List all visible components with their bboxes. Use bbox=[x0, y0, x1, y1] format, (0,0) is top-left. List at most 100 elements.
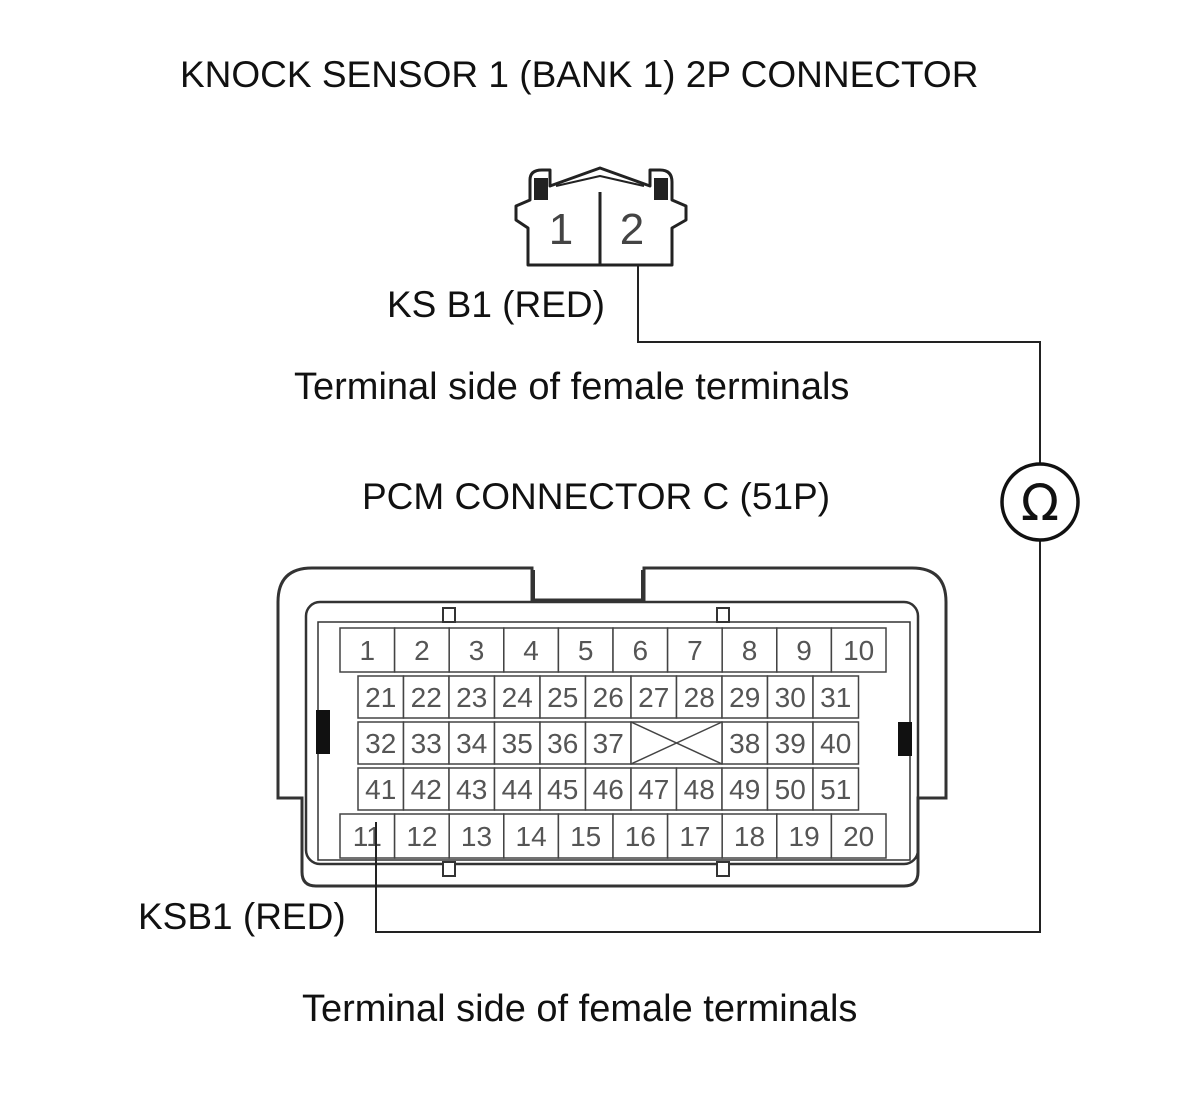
knock-sensor-housing bbox=[514, 166, 688, 267]
pcm-pin-cell bbox=[503, 813, 560, 859]
pcm-pin-label: 10 bbox=[843, 635, 874, 666]
pcm-pin-cell bbox=[830, 813, 887, 859]
pcm-pin-label: 16 bbox=[625, 821, 656, 852]
pcm-pin-label: 21 bbox=[365, 682, 396, 713]
pcm-pin-cell bbox=[357, 767, 405, 811]
pcm-pin-cell bbox=[539, 721, 587, 765]
pcm-pin-label: 36 bbox=[547, 728, 578, 759]
pcm-pin-label: 37 bbox=[593, 728, 624, 759]
pcm-pin-label: 14 bbox=[516, 821, 547, 852]
pcm-pin-label: 32 bbox=[365, 728, 396, 759]
pcm-pin-label: 15 bbox=[570, 821, 601, 852]
pcm-pin-label: 38 bbox=[729, 728, 760, 759]
pcm-pin-cell bbox=[612, 813, 669, 859]
pcm-pin-cell bbox=[812, 721, 860, 765]
pcm-pin-label: 24 bbox=[502, 682, 533, 713]
ohmmeter-icon: Ω bbox=[1000, 462, 1080, 542]
pcm-pin-label: 43 bbox=[456, 774, 487, 805]
pcm-wire-label: KSB1 (RED) bbox=[138, 896, 346, 937]
pcm-pin-cell bbox=[812, 767, 860, 811]
pcm-pin-cell bbox=[630, 675, 678, 719]
pcm-pin-cell bbox=[493, 767, 541, 811]
pcm-pin-cell bbox=[503, 627, 560, 673]
pcm-pin-label: 11 bbox=[353, 821, 382, 852]
pcm-pin-label: 44 bbox=[502, 774, 533, 805]
pcm-pin-cell bbox=[539, 767, 587, 811]
pcm-pin-cell bbox=[402, 675, 450, 719]
pcm-pin-label: 39 bbox=[775, 728, 806, 759]
pcm-pin-label: 23 bbox=[456, 682, 487, 713]
pcm-pin-label: 25 bbox=[547, 682, 578, 713]
pcm-pin-cell bbox=[402, 721, 450, 765]
pcm-pin-label: 31 bbox=[820, 682, 851, 713]
pcm-pin-label: 45 bbox=[547, 774, 578, 805]
pcm-pin-label: 5 bbox=[578, 635, 594, 666]
pcm-pin-label: 30 bbox=[775, 682, 806, 713]
pcm-pin-cell bbox=[584, 675, 632, 719]
pcm-pin-cell bbox=[830, 627, 887, 673]
blank-cavity-cross bbox=[630, 721, 723, 765]
pcm-connector-title: PCM CONNECTOR C (51P) bbox=[362, 476, 831, 517]
knock-sensor-pin-2: 2 bbox=[620, 205, 644, 254]
pcm-pin-cell bbox=[766, 675, 814, 719]
pcm-pin-label: 46 bbox=[593, 774, 624, 805]
wire-ks-to-meter bbox=[637, 266, 1041, 464]
pcm-pin-label: 9 bbox=[796, 635, 812, 666]
pcm-pin-label: 48 bbox=[684, 774, 715, 805]
pcm-connector-housing bbox=[276, 566, 948, 888]
pcm-pin-label: 12 bbox=[406, 821, 437, 852]
pcm-pin-cell bbox=[766, 721, 814, 765]
pcm-pin-cell bbox=[612, 627, 669, 673]
pcm-pin-label: 3 bbox=[469, 635, 485, 666]
pcm-pin-cell bbox=[721, 813, 778, 859]
pcm-pin-label: 13 bbox=[461, 821, 492, 852]
pcm-pin-label: 4 bbox=[523, 635, 539, 666]
pcm-pin-cell bbox=[393, 627, 450, 673]
pcm-pin-label: 28 bbox=[684, 682, 715, 713]
pcm-pin-cell bbox=[339, 813, 396, 859]
pcm-pin-label: 7 bbox=[687, 635, 703, 666]
pcm-pin-label: 17 bbox=[679, 821, 710, 852]
pcm-pin-label: 50 bbox=[775, 774, 806, 805]
pcm-pin-label: 29 bbox=[729, 682, 760, 713]
pcm-pin-cell bbox=[448, 813, 505, 859]
knock-sensor-pin-1: 1 bbox=[549, 205, 573, 254]
pcm-pin-cell bbox=[402, 767, 450, 811]
pcm-pin-cell bbox=[721, 767, 769, 811]
knock-sensor-title: KNOCK SENSOR 1 (BANK 1) 2P CONNECTOR bbox=[180, 54, 979, 95]
pcm-pin-cell bbox=[557, 813, 614, 859]
pcm-pin-cell bbox=[776, 627, 833, 673]
pcm-pin-cell bbox=[675, 675, 723, 719]
pcm-pin-cell bbox=[812, 675, 860, 719]
knock-sensor-wire-label: KS B1 (RED) bbox=[387, 284, 605, 325]
pcm-pin-label: 1 bbox=[360, 635, 376, 666]
knock-sensor-caption: Terminal side of female terminals bbox=[294, 366, 850, 408]
pcm-pin-label: 33 bbox=[411, 728, 442, 759]
pcm-pin-cell bbox=[393, 813, 450, 859]
pcm-pin-cell bbox=[339, 627, 396, 673]
pcm-pin-label: 51 bbox=[820, 774, 851, 805]
ohmmeter-symbol: Ω bbox=[1021, 474, 1059, 532]
pcm-pin-label: 35 bbox=[502, 728, 533, 759]
pcm-pin-label: 47 bbox=[638, 774, 669, 805]
knock-sensor-2p-connector bbox=[514, 166, 688, 267]
pcm-pin-label: 42 bbox=[411, 774, 442, 805]
pcm-pin-cell bbox=[666, 627, 723, 673]
pcm-pin-label: 49 bbox=[729, 774, 760, 805]
pcm-pin-label: 41 bbox=[365, 774, 396, 805]
pcm-pin-label: 40 bbox=[820, 728, 851, 759]
pcm-pin-cell bbox=[675, 767, 723, 811]
pcm-pin-label: 34 bbox=[456, 728, 487, 759]
pcm-pin-cell bbox=[666, 813, 723, 859]
pcm-pin-label: 27 bbox=[638, 682, 669, 713]
pcm-pin-cell bbox=[357, 675, 405, 719]
pcm-pin-cell bbox=[448, 627, 505, 673]
pcm-pin-cell bbox=[448, 675, 496, 719]
pcm-pin-cell bbox=[630, 767, 678, 811]
pcm-pin-cell bbox=[776, 813, 833, 859]
pcm-pin-label: 18 bbox=[734, 821, 765, 852]
pcm-pin-cell bbox=[493, 675, 541, 719]
pcm-pin-label: 22 bbox=[411, 682, 442, 713]
